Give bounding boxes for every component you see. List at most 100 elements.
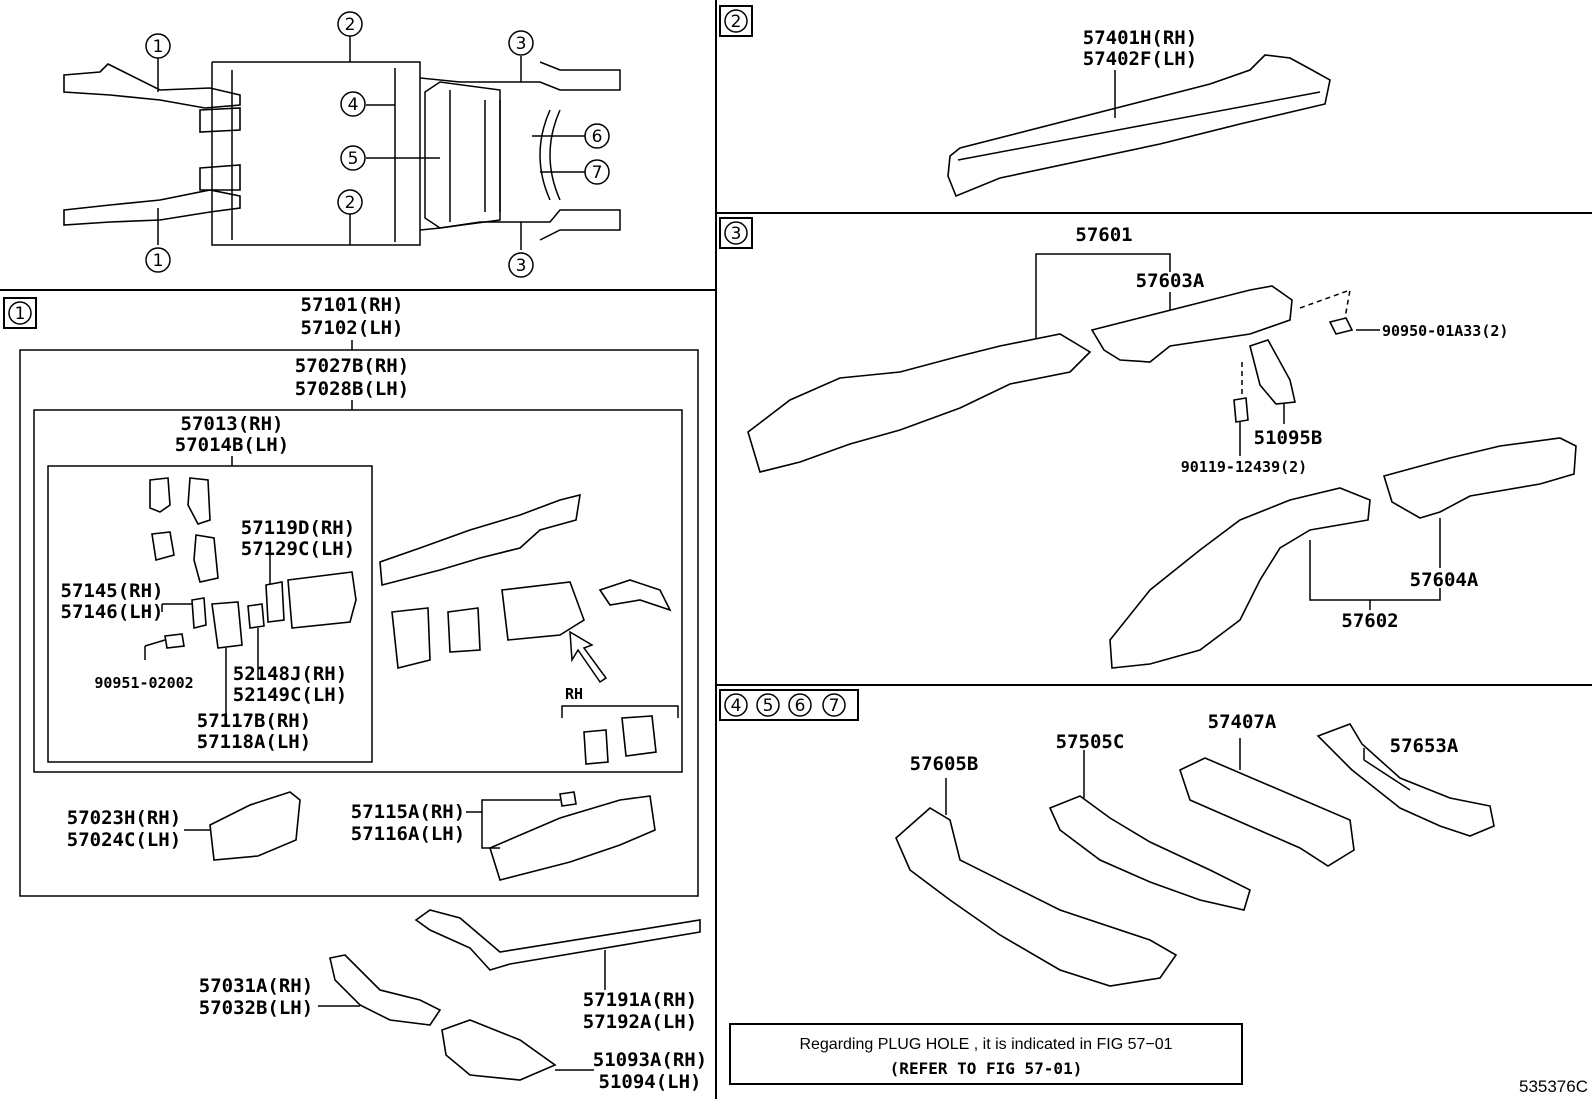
part-apron-lower-b (447, 607, 481, 653)
label-57023: 57023H(RH) (67, 807, 181, 829)
svg-text:6: 6 (592, 127, 603, 147)
label-90119: 90119-12439(2) (1181, 458, 1307, 476)
label-57192: 57192A(LH) (583, 1011, 697, 1033)
label-57129: 57129C(LH) (241, 538, 355, 560)
part-57407 (1179, 757, 1355, 867)
callout-3-top: 3 (508, 30, 534, 56)
part-57505 (1048, 795, 1251, 911)
part-57191 (414, 909, 701, 971)
label-57118: 57118A(LH) (197, 731, 311, 753)
label-57032: 57032B(LH) (199, 997, 313, 1019)
section-1-number: 1 (15, 304, 26, 324)
part-51095 (1249, 339, 1296, 405)
label-57602: 57602 (1341, 610, 1398, 632)
section-2-tag (719, 5, 753, 37)
part-bracket-a (149, 477, 171, 513)
part-57023 (209, 791, 301, 861)
label-57505: 57505C (1056, 731, 1125, 753)
label-57605: 57605B (910, 753, 979, 775)
label-90950: 90950-01A33(2) (1382, 322, 1508, 340)
group-box-57013 (47, 465, 373, 763)
section-4567-tag (719, 689, 859, 721)
part-57601-rail (747, 333, 1092, 473)
part-57602-rail (1109, 487, 1371, 669)
label-57407: 57407A (1208, 711, 1277, 733)
part-57119-plate (287, 571, 357, 629)
section-6-number: 6 (795, 696, 806, 716)
section-3: 3 57601 57603A 90950-01A33(2) 90119-1243… (719, 217, 1577, 669)
part-57117 (211, 601, 243, 649)
callout-5: 5 (340, 145, 366, 171)
label-57401: 57401H(RH) (1083, 27, 1197, 49)
label-57031: 57031A(RH) (199, 975, 313, 997)
note-line-1: Regarding PLUG HOLE , it is indicated in… (799, 1036, 1172, 1053)
part-57605 (895, 807, 1178, 987)
part-90951 (164, 633, 185, 649)
part-52148 (247, 603, 265, 629)
section-4-number: 4 (731, 696, 742, 716)
label-57145: 57145(RH) (61, 580, 164, 602)
label-52148: 52148J(RH) (233, 663, 347, 685)
group-box-57101 (19, 349, 699, 897)
note-box (729, 1023, 1243, 1085)
part-57115 (489, 795, 656, 881)
label-57116: 57116A(LH) (351, 823, 465, 845)
label-57191: 57191A(RH) (583, 989, 697, 1011)
label-57102: 57102(LH) (301, 317, 404, 339)
label-90951: 90951-02002 (94, 674, 193, 692)
svg-text:2: 2 (345, 193, 356, 213)
note-line-2: (REFER TO FIG 57-01) (890, 1059, 1083, 1078)
overview-front-rail-upper-bracket (199, 107, 241, 133)
label-57027: 57027B(RH) (295, 355, 409, 377)
part-apron-lower-a (391, 607, 431, 669)
label-57603: 57603A (1136, 270, 1205, 292)
label-57115: 57115A(RH) (351, 801, 465, 823)
callout-2-top: 2 (337, 11, 363, 37)
svg-text:5: 5 (348, 149, 359, 169)
label-57146: 57146(LH) (61, 601, 164, 623)
overview-front-rail-lower (63, 189, 241, 226)
svg-text:1: 1 (153, 251, 164, 271)
section-5-number: 5 (763, 696, 774, 716)
part-57603 (1090, 285, 1293, 363)
callout-1-top: 1 (145, 33, 171, 59)
group-box-57027 (33, 409, 683, 773)
section-1-tag (3, 297, 37, 329)
svg-text:7: 7 (592, 163, 603, 183)
label-57653: 57653A (1390, 735, 1459, 757)
svg-text:1: 1 (153, 37, 164, 57)
section-1: 1 57101(RH) 57102(LH) 57027B(RH) 57028B(… (3, 294, 707, 1093)
part-apron-wheelhouse (598, 579, 672, 612)
label-57604: 57604A (1410, 569, 1479, 591)
part-57145 (191, 597, 207, 630)
svg-text:2: 2 (345, 15, 356, 35)
part-apron-upper (379, 493, 581, 587)
callout-3-bottom: 3 (508, 252, 534, 278)
callout-7: 7 (584, 159, 610, 185)
callout-4: 4 (340, 91, 366, 117)
overview-floor-outline (211, 61, 621, 246)
overview-callouts: 1 1 2 2 3 3 4 5 6 7 (145, 11, 610, 278)
overview-front-rail-lower-bracket (199, 164, 241, 191)
svg-text:3: 3 (516, 34, 527, 54)
part-bracket-b (187, 477, 211, 525)
overview-front-rail-upper (63, 63, 241, 109)
label-57601: 57601 (1075, 224, 1132, 246)
svg-text:4: 4 (348, 95, 359, 115)
view-arrow (569, 630, 608, 684)
part-51093 (441, 1019, 557, 1081)
section-4567: 4 5 6 7 57605B 57505C 57407A 57653A Rega… (719, 689, 1588, 1096)
label-57013: 57013(RH) (181, 413, 284, 435)
label-57119: 57119D(RH) (241, 517, 355, 539)
callout-6: 6 (584, 123, 610, 149)
label-57117: 57117B(RH) (197, 710, 311, 732)
part-57604 (1382, 437, 1577, 519)
part-57031 (329, 954, 442, 1026)
figure-code: 535376C (1519, 1077, 1588, 1096)
label-57014: 57014B(LH) (175, 434, 289, 456)
label-57024: 57024C(LH) (67, 829, 181, 851)
svg-text:3: 3 (516, 256, 527, 276)
label-51094: 51094(LH) (599, 1071, 702, 1093)
part-bracket-d (193, 534, 219, 583)
